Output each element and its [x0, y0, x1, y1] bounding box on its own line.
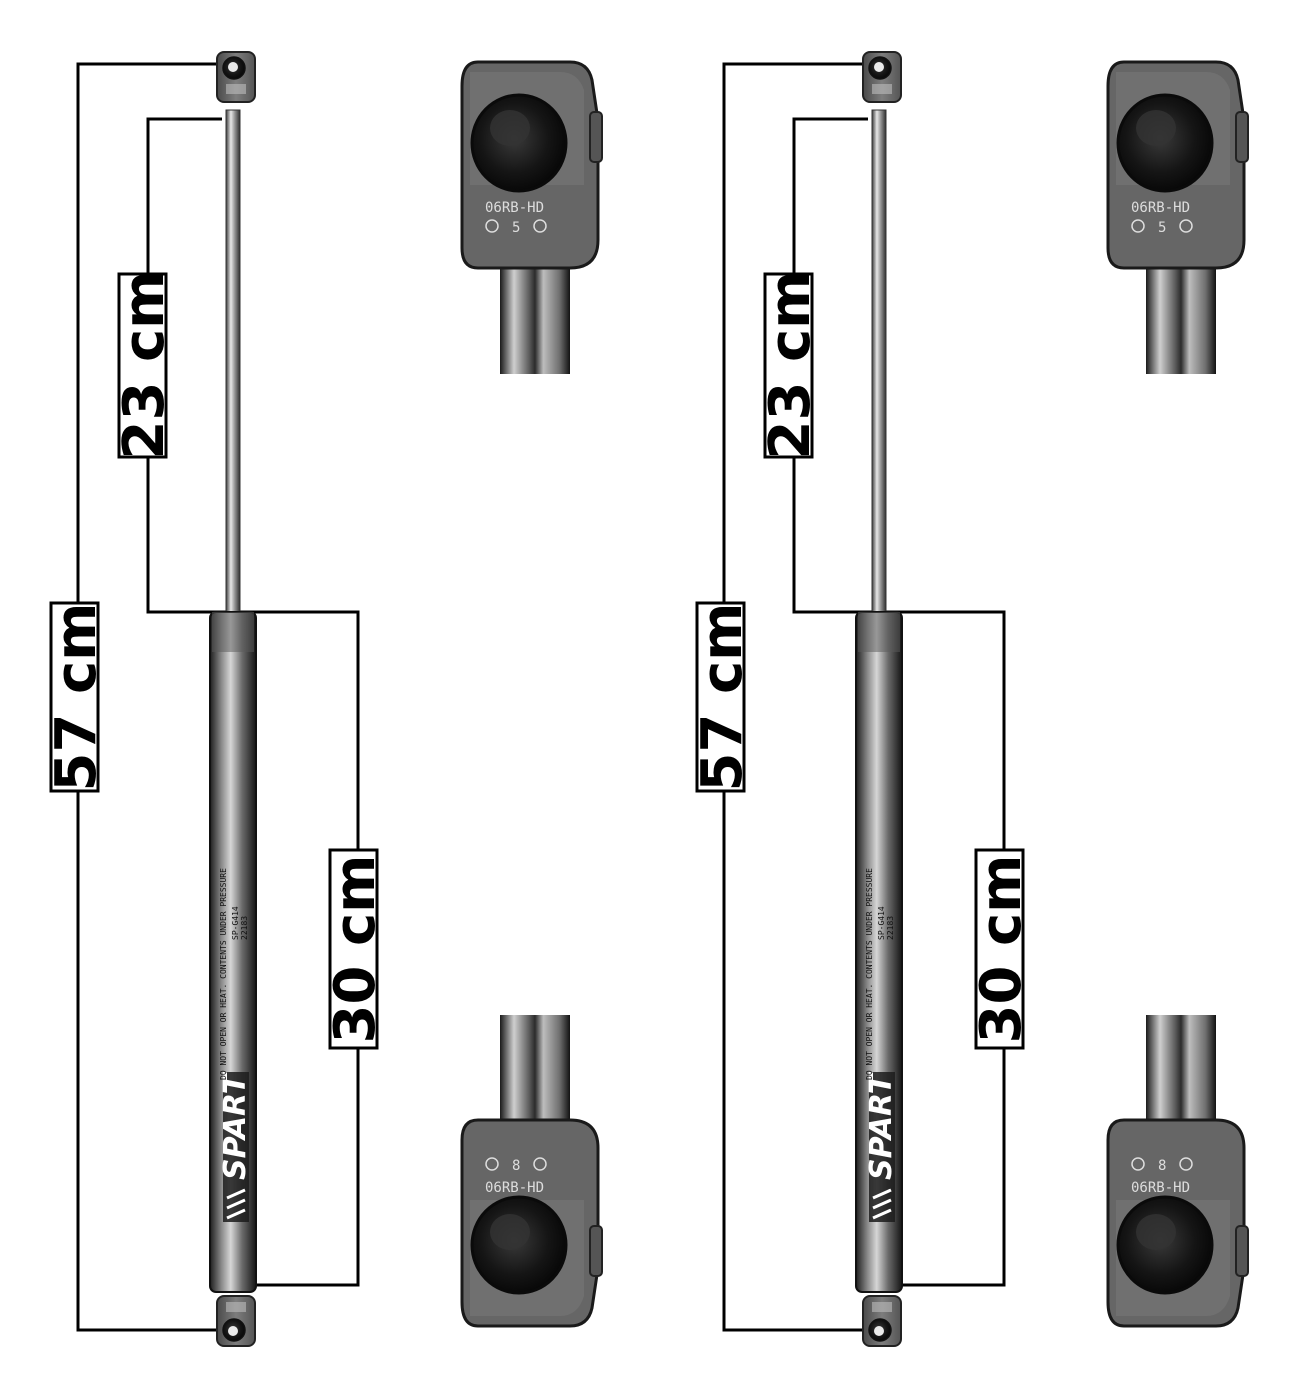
svg-text:DO NOT OPEN OR HEAT. CONTENTS: DO NOT OPEN OR HEAT. CONTENTS UNDER PRES…: [865, 868, 874, 1080]
svg-text:SPART: SPART: [864, 1071, 899, 1180]
svg-text:30 cm: 30 cm: [323, 855, 388, 1044]
brand-logo: SPART: [218, 1071, 253, 1222]
brand-logo: SPART: [864, 1071, 899, 1222]
part-code: SP-G414: [231, 906, 240, 940]
fitting-marking-bottom: 06RB-HD: [485, 1180, 544, 1196]
part-number: 22183: [240, 916, 249, 940]
cylinder-label-text: DO NOT OPEN OR HEAT. CONTENTS UNDER PRES…: [865, 868, 874, 1080]
svg-text:DO NOT OPEN OR HEAT. CONTENTS: DO NOT OPEN OR HEAT. CONTENTS UNDER PRES…: [219, 868, 228, 1080]
svg-text:57 cm: 57 cm: [44, 603, 109, 792]
fitting-marking-bottom: 06RB-HD: [1131, 1180, 1190, 1196]
label-rod-length: 23 cm: [112, 271, 177, 460]
end-fitting-top-small: [862, 51, 902, 103]
end-fitting-bottom-small: [862, 1295, 902, 1347]
svg-text:5: 5: [512, 220, 520, 236]
detail-top-fitting: 06RB-HD 5: [1106, 60, 1249, 374]
svg-text:SPART: SPART: [218, 1071, 253, 1180]
svg-text:23 cm: 23 cm: [112, 271, 177, 460]
piston-rod: [871, 109, 887, 616]
end-fitting-bottom-small: [216, 1295, 256, 1347]
fitting-marking-top: 06RB-HD: [1131, 200, 1190, 216]
detail-top-fitting: 06RB-HD 5: [460, 60, 603, 374]
detail-bottom-fitting: 8 06RB-HD: [460, 1015, 603, 1328]
svg-text:8: 8: [1158, 1158, 1166, 1174]
label-total-length: 57 cm: [690, 601, 755, 793]
svg-text:8: 8: [512, 1158, 520, 1174]
end-fitting-top-small: [216, 51, 256, 103]
label-cylinder-length: 30 cm: [969, 848, 1034, 1050]
svg-text:57 cm: 57 cm: [690, 603, 755, 792]
label-total-length: 57 cm: [44, 601, 109, 793]
piston-rod: [225, 109, 241, 616]
svg-text:5: 5: [1158, 220, 1166, 236]
cylinder-label-text: DO NOT OPEN OR HEAT. CONTENTS UNDER PRES…: [219, 868, 228, 1080]
label-rod-length: 23 cm: [758, 271, 823, 460]
detail-bottom-fitting: 8 06RB-HD: [1106, 1015, 1249, 1328]
part-code: SP-G414: [877, 906, 886, 940]
strut-left: SPART DO NOT OPEN OR HEAT. CONTENTS UNDE…: [44, 51, 603, 1347]
fitting-marking-top: 06RB-HD: [485, 200, 544, 216]
label-cylinder-length: 30 cm: [323, 848, 388, 1050]
part-number: 22183: [886, 916, 895, 940]
svg-text:23 cm: 23 cm: [758, 271, 823, 460]
svg-text:30 cm: 30 cm: [969, 855, 1034, 1044]
strut-right: SPART DO NOT OPEN OR HEAT. CONTENTS UNDE…: [690, 51, 1249, 1347]
